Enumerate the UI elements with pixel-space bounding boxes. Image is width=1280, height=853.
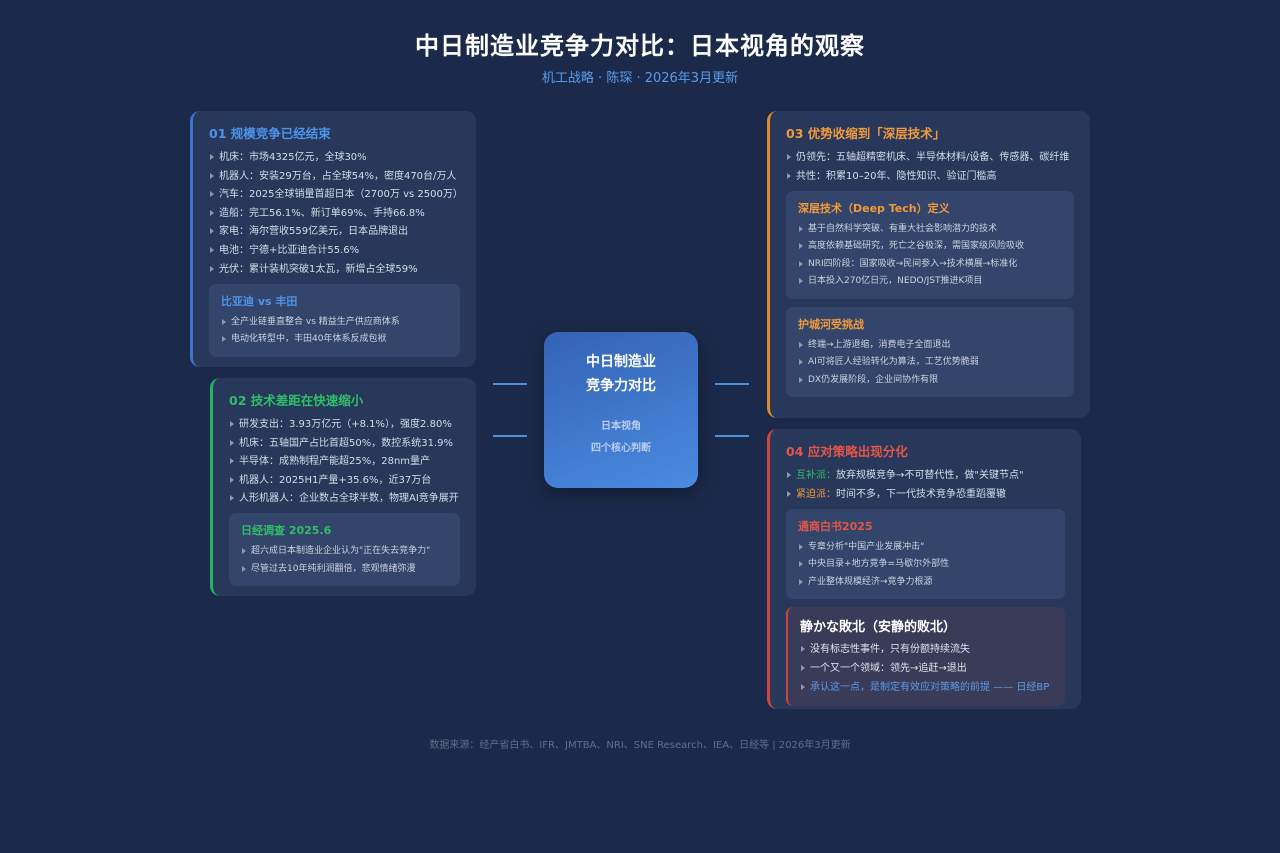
card-item-list: 仍领先：五轴超精密机床、半导体材料/设备、传感器、碳纤维 共性：积累10–20年… bbox=[786, 151, 1074, 183]
list-item: 研发支出：3.93万亿元（+8.1%），强度2.80% bbox=[229, 418, 460, 431]
card-strategy-divergence: 04 应对策略出现分化 互补派：放弃规模竞争→不可替代性，做"关键节点" 紧迫派… bbox=[767, 429, 1081, 709]
sub-item-list: 超六成日本制造业企业认为"正在失去竞争力" 尽管过去10年纯利润翻倍，悲观情绪弥… bbox=[241, 545, 448, 575]
page-subtitle: 机工战略 · 陈琛 · 2026年3月更新 bbox=[541, 71, 739, 86]
center-sub-line: 日本视角 bbox=[601, 421, 641, 432]
center-node: 中日制造业 竞争力对比 日本视角 四个核心判断 bbox=[544, 332, 698, 488]
list-item: 机床：五轴国产占比首超50%，数控系统31.9% bbox=[229, 437, 460, 450]
list-item: 共性：积累10–20年、隐性知识、验证门槛高 bbox=[786, 170, 1074, 183]
list-item: 全产业链垂直整合 vs 精益生产供应商体系 bbox=[221, 316, 448, 328]
list-item: 超六成日本制造业企业认为"正在失去竞争力" bbox=[241, 545, 448, 557]
card-item-list: 研发支出：3.93万亿元（+8.1%），强度2.80% 机床：五轴国产占比首超5… bbox=[229, 418, 460, 505]
connector-line bbox=[493, 383, 527, 385]
list-item: 光伏：累计装机突破1太瓦，新增占全球59% bbox=[209, 263, 460, 276]
list-item: 电动化转型中，丰田40年体系反成包袱 bbox=[221, 333, 448, 345]
sub-item-list: 终端→上游退缩，消费电子全面退出 AI可将匠人经验转化为算法，工艺优势脆弱 DX… bbox=[798, 339, 1062, 386]
list-item: 造船：完工56.1%、新订单69%、手持66.8% bbox=[209, 207, 460, 220]
card-scale-competition: 01 规模竞争已经结束 机床：市场4325亿元，全球30% 机器人：安装29万台… bbox=[190, 111, 476, 367]
sub-box-title: 比亚迪 vs 丰田 bbox=[221, 294, 298, 308]
list-item: 产业整体规模经济→竞争力根源 bbox=[798, 576, 1053, 588]
sub-item-list: 全产业链垂直整合 vs 精益生产供应商体系 电动化转型中，丰田40年体系反成包袱 bbox=[221, 316, 448, 346]
list-item: DX仍发展阶段，企业间协作有限 bbox=[798, 374, 1062, 386]
list-item: 专章分析"中国产业发展冲击" bbox=[798, 541, 1053, 553]
connector-line bbox=[715, 435, 749, 437]
sub-item-list: 没有标志性事件，只有份额持续流失 一个又一个领域：领先→追赶→退出 承认这一点，… bbox=[800, 643, 1053, 694]
list-item: 日本投入270亿日元，NEDO/JST推进K项目 bbox=[798, 275, 1062, 287]
list-item: 高度依赖基础研究，死亡之谷极深，需国家级风险吸收 bbox=[798, 240, 1062, 252]
list-item: 家电：海尔营收559亿美元，日本品牌退出 bbox=[209, 225, 460, 238]
list-item: 机器人：2025H1产量+35.6%，近37万台 bbox=[229, 474, 460, 487]
list-item: NRI四阶段：国家吸收→民间参入→技术横展→标准化 bbox=[798, 258, 1062, 270]
center-sub-line: 四个核心判断 bbox=[591, 443, 651, 454]
item-label: 互补派： bbox=[796, 470, 836, 481]
list-item: 尽管过去10年纯利润翻倍，悲观情绪弥漫 bbox=[241, 563, 448, 575]
card-title: 04 应对策略出现分化 bbox=[786, 444, 908, 459]
sub-box-title: 静かな敗北（安静的败北） bbox=[800, 620, 957, 636]
card-tech-gap: 02 技术差距在快速缩小 研发支出：3.93万亿元（+8.1%），强度2.80%… bbox=[210, 378, 476, 596]
list-item: 仍领先：五轴超精密机床、半导体材料/设备、传感器、碳纤维 bbox=[786, 151, 1074, 164]
item-label: 紧迫派： bbox=[796, 488, 836, 500]
list-item: 汽车：2025全球销量首超日本（2700万 vs 2500万） bbox=[209, 188, 463, 201]
center-title-line: 中日制造业 bbox=[586, 354, 656, 370]
list-item: 互补派：放弃规模竞争→不可替代性，做"关键节点" bbox=[786, 469, 1065, 482]
center-title-line: 竞争力对比 bbox=[586, 378, 656, 394]
list-item: 半导体：成熟制程产能超25%，28nm量产 bbox=[229, 455, 460, 468]
sub-item-list: 专章分析"中国产业发展冲击" 中央目录+地方竞争=马歇尔外部性 产业整体规模经济… bbox=[798, 541, 1053, 588]
card-item-list: 机床：市场4325亿元，全球30% 机器人：安装29万台，占全球54%，密度47… bbox=[209, 151, 463, 276]
list-item: 中央目录+地方竞争=马歇尔外部性 bbox=[798, 558, 1053, 570]
sub-box-quiet-defeat: 静かな敗北（安静的败北） 没有标志性事件，只有份额持续流失 一个又一个领域：领先… bbox=[786, 607, 1065, 707]
list-item: 人形机器人：企业数占全球半数，物理AI竞争展开 bbox=[229, 492, 460, 505]
item-text: 时间不多，下一代技术竞争恐重蹈覆辙 bbox=[836, 488, 1006, 500]
sub-box-title: 日经调查 2025.6 bbox=[241, 524, 332, 538]
sub-item-list: 基于自然科学突破、有重大社会影响潜力的技术 高度依赖基础研究，死亡之谷极深，需国… bbox=[798, 223, 1062, 288]
sub-box-white-paper: 通商白书2025 专章分析"中国产业发展冲击" 中央目录+地方竞争=马歇尔外部性… bbox=[786, 508, 1065, 600]
center-subtitle: 日本视角 四个核心判断 bbox=[544, 416, 698, 460]
list-item: 机床：市场4325亿元，全球30% bbox=[209, 151, 460, 164]
list-item: 机器人：安装29万台，占全球54%，密度470台/万人 bbox=[209, 170, 460, 183]
center-title: 中日制造业 竞争力对比 bbox=[544, 350, 698, 398]
sub-box-moat-challenged: 护城河受挑战 终端→上游退缩，消费电子全面退出 AI可将匠人经验转化为算法，工艺… bbox=[786, 306, 1074, 398]
sub-box-title: 护城河受挑战 bbox=[798, 317, 864, 331]
connector-line bbox=[493, 435, 527, 437]
list-item: AI可将匠人经验转化为算法，工艺优势脆弱 bbox=[798, 356, 1062, 368]
list-item: 紧迫派：时间不多，下一代技术竞争恐重蹈覆辙 bbox=[786, 488, 1065, 501]
list-item: 终端→上游退缩，消费电子全面退出 bbox=[798, 339, 1062, 351]
card-title: 02 技术差距在快速缩小 bbox=[229, 393, 364, 408]
sub-box-byd-vs-toyota: 比亚迪 vs 丰田 全产业链垂直整合 vs 精益生产供应商体系 电动化转型中，丰… bbox=[209, 283, 460, 357]
sub-box-nikkei-survey: 日经调查 2025.6 超六成日本制造业企业认为"正在失去竞争力" 尽管过去10… bbox=[229, 513, 460, 587]
list-item: 电池：宁德+比亚迪合计55.6% bbox=[209, 244, 460, 257]
footer-source: 数据来源：经产省白书、IFR、JMTBA、NRI、SNE Research、IE… bbox=[429, 740, 851, 751]
card-deep-tech: 03 优势收缩到「深层技术」 仍领先：五轴超精密机床、半导体材料/设备、传感器、… bbox=[767, 111, 1090, 418]
list-item: 一个又一个领域：领先→追赶→退出 bbox=[800, 662, 1053, 675]
card-title: 01 规模竞争已经结束 bbox=[209, 126, 331, 141]
page-title: 中日制造业竞争力对比：日本视角的观察 bbox=[415, 32, 865, 60]
quote-note: 承认这一点，是制定有效应对策略的前提 —— 日经BP bbox=[800, 681, 1053, 694]
list-item: 基于自然科学突破、有重大社会影响潜力的技术 bbox=[798, 223, 1062, 235]
list-item: 没有标志性事件，只有份额持续流失 bbox=[800, 643, 1053, 656]
sub-box-deep-tech-definition: 深层技术（Deep Tech）定义 基于自然科学突破、有重大社会影响潜力的技术 … bbox=[786, 190, 1074, 299]
sub-box-title: 深层技术（Deep Tech）定义 bbox=[798, 201, 950, 215]
card-item-list: 互补派：放弃规模竞争→不可替代性，做"关键节点" 紧迫派：时间不多，下一代技术竞… bbox=[786, 469, 1065, 501]
card-title: 03 优势收缩到「深层技术」 bbox=[786, 126, 946, 141]
item-text: 放弃规模竞争→不可替代性，做"关键节点" bbox=[836, 470, 1024, 481]
connector-line bbox=[715, 383, 749, 385]
sub-box-title: 通商白书2025 bbox=[798, 519, 873, 533]
